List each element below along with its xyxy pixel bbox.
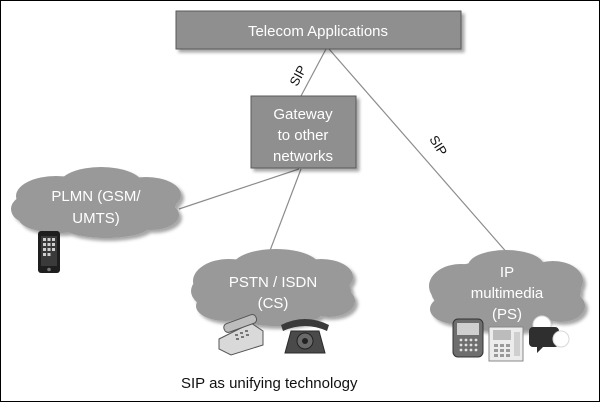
edge-apps-ip (328, 48, 517, 264)
pstn-label-line-1: PSTN / ISDN (229, 274, 317, 291)
plmn-label-line-1: PLMN (GSM/ (51, 188, 141, 205)
gateway-box: Gateway to other networks (250, 95, 357, 169)
mobile-phone-icon (38, 231, 60, 273)
edge-label-apps-ip: SIP (426, 133, 450, 159)
edge-label-apps-gateway: SIP (286, 63, 309, 89)
diagram-caption: SIP as unifying technology (181, 375, 358, 392)
ip-label-line-1: IP (500, 264, 514, 281)
edge-apps-gateway (300, 48, 327, 97)
ip-phone-icon (488, 326, 524, 362)
telecom-applications-box: Telecom Applications (175, 10, 462, 50)
pstn-label-line-2: (CS) (258, 295, 289, 312)
gateway-label-line-1: Gateway (273, 106, 333, 123)
desk-telephone-icon (218, 314, 264, 356)
ip-label-line-3: (PS) (492, 306, 522, 323)
pda-device-icon (452, 318, 484, 358)
pstn-cloud (191, 249, 355, 326)
gateway-label-line-2: to other (278, 127, 329, 144)
telecom-applications-label: Telecom Applications (248, 23, 388, 40)
plmn-cloud (11, 167, 181, 238)
ip-label-line-2: multimedia (471, 285, 544, 302)
plmn-label-line-2: UMTS) (72, 210, 120, 227)
edge-gateway-plmn (178, 168, 300, 210)
ip-multimedia-cloud (429, 250, 585, 332)
rotary-telephone-icon (281, 319, 329, 354)
gateway-label-line-3: networks (273, 148, 333, 165)
chat-bubble-icon (529, 315, 570, 353)
